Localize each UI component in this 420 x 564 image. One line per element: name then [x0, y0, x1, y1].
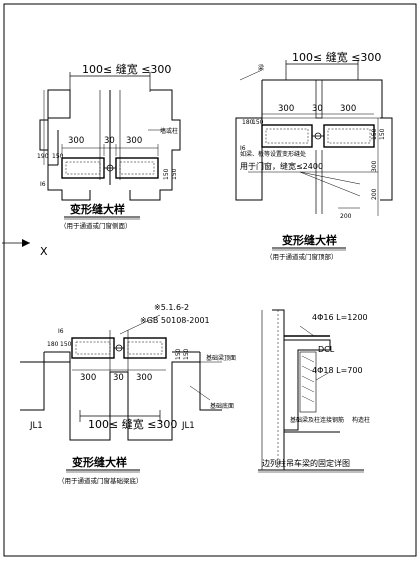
- dim-gap-width: 100≤ 缝宽 ≤300: [292, 50, 381, 64]
- dim-left-width: 300: [68, 136, 84, 146]
- dim-right-width: 300: [126, 136, 142, 146]
- dim-gap: 30: [113, 373, 124, 383]
- rebar-top-label: 4Φ16 L=1200: [312, 313, 368, 322]
- note-line2: 用于门窗，缝宽≤2400: [240, 161, 323, 171]
- detail-top-left: 100≤ 缝宽 ≤300 300 30 300 墙或柱 190 150 150 …: [2, 62, 181, 258]
- tag-i6: I6: [240, 145, 246, 152]
- dim-gap: 30: [312, 104, 323, 114]
- ref-standard-1: ※5.1.6-2: [154, 303, 189, 312]
- label-jl1-right: JL1: [181, 421, 195, 431]
- dim-gap-width: 100≤ 缝宽 ≤300: [82, 62, 171, 76]
- dim-vert-left: 180: [242, 119, 254, 126]
- dim-right-width: 300: [136, 373, 152, 383]
- dim-vert-left: 180: [47, 341, 59, 348]
- dim-vert-left-b: 150: [52, 153, 64, 160]
- label-structural-column: 构造柱: [352, 416, 370, 424]
- detail-title: 变形缝大样: [70, 202, 125, 216]
- dim-vert-right-a: 150: [371, 128, 378, 140]
- tag-i6: I6: [58, 328, 64, 335]
- detail-bottom-right: 4Φ16 L=1200 DCL 4Φ18 L=700 基础梁及柱连接钢筋 构造柱…: [258, 309, 370, 473]
- dim-vert-right-d: 200: [371, 188, 378, 200]
- label-foundation-bottom: 基础底面: [210, 402, 234, 410]
- label-beam: 梁: [258, 64, 264, 72]
- label-jl1-left: JL1: [29, 421, 43, 431]
- detail-bottom-left: ※5.1.6-2 ※GB 50108-2001 I6 300 30 300 18…: [20, 303, 236, 485]
- dim-right-width: 300: [340, 104, 356, 114]
- dim-vert-right: 150: [175, 348, 182, 360]
- dim-left-width: 300: [80, 373, 96, 383]
- dim-gap: 30: [104, 136, 115, 146]
- label-wall-or-column: 墙或柱: [160, 127, 178, 135]
- detail-title: 变形缝大样: [282, 233, 337, 247]
- detail-subtitle: （用于通道或门窗顶部）: [266, 252, 338, 261]
- dim-vert-right-c: 300: [371, 160, 378, 172]
- note-line1: 如梁、板等设置变形缝处: [240, 150, 306, 158]
- detail-subtitle: （用于通道或门窗基础梁底）: [58, 476, 143, 485]
- label-beam-top: 基础梁顶面: [206, 354, 236, 362]
- detail-title: 变形缝大样: [72, 455, 127, 469]
- dim-vert-right-b: 150: [379, 128, 386, 140]
- label-connection: 基础梁及柱连接钢筋: [290, 416, 344, 424]
- dim-vert-right-b: 150: [171, 168, 178, 180]
- dim-bottom: 200: [340, 213, 352, 220]
- dim-gap-width: 100≤ 缝宽 ≤300: [88, 417, 177, 431]
- dim-vert-right: 150: [163, 168, 170, 180]
- detail-subtitle: （用于通道或门窗侧面）: [60, 221, 132, 230]
- dim-vert-left-b: 150: [252, 119, 264, 126]
- ref-standard-2: ※GB 50108-2001: [140, 316, 210, 325]
- dim-left-width: 300: [278, 104, 294, 114]
- crane-beam-label: DCL: [318, 345, 335, 354]
- dim-vert-left: 190: [37, 153, 49, 160]
- dim-vert-right-b: 150: [183, 348, 190, 360]
- margin-mark-x: X: [40, 245, 48, 258]
- detail-top-right: 100≤ 缝宽 ≤300 梁 300 30 300 150 150 300 20…: [235, 50, 393, 261]
- dim-vert-left-b: 150: [60, 341, 72, 348]
- tag-i6: I6: [40, 181, 46, 188]
- rebar-bottom-label: 4Φ18 L=700: [312, 366, 363, 375]
- sheet-border: [3, 3, 417, 557]
- detail-title: 边列柱吊车梁的固定详图: [262, 458, 350, 468]
